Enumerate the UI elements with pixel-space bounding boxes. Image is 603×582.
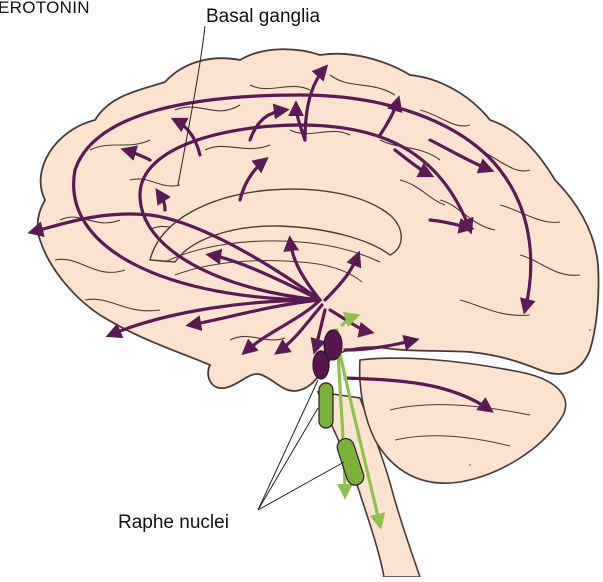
label-raphe-nuclei: Raphe nuclei — [118, 512, 229, 534]
raphe-nucleus-2 — [313, 351, 329, 379]
raphe-nucleus-3 — [319, 383, 333, 428]
label-basal-ganglia: Basal ganglia — [206, 6, 320, 28]
cerebellum — [360, 358, 566, 483]
diagram-title: EROTONIN — [0, 0, 90, 18]
